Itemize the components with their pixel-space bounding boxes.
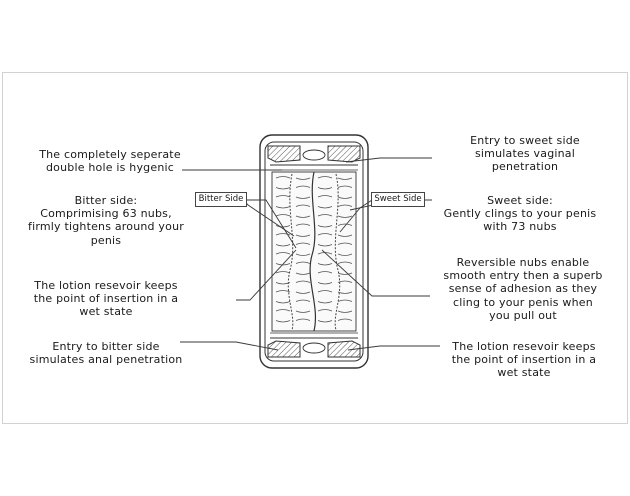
caption-bitter-entry: Entry to bitter side simulates anal pene…	[29, 340, 183, 367]
nub	[275, 263, 291, 266]
caption-sweet-side: Sweet side: Gently clings to your penis …	[443, 194, 597, 234]
nub	[317, 195, 333, 198]
nub	[275, 244, 291, 247]
leader-sweet-entry	[345, 157, 432, 163]
nub	[295, 196, 311, 199]
nub	[337, 242, 353, 245]
nub	[295, 253, 311, 256]
nub	[295, 177, 311, 180]
nub	[275, 320, 291, 323]
nub	[317, 282, 333, 285]
nub	[317, 271, 333, 274]
leader-reversible	[321, 249, 430, 297]
nub	[317, 320, 333, 323]
nub	[317, 244, 333, 247]
nub	[317, 301, 333, 304]
nub	[275, 195, 291, 198]
caption-hygienic: The completely seperate double hole is h…	[39, 148, 181, 175]
nub	[337, 223, 353, 226]
nub	[275, 206, 291, 209]
nub	[337, 215, 353, 218]
sweet-side-tag: Sweet Side	[371, 192, 425, 207]
leader-bitter-entry	[180, 341, 279, 351]
nub	[275, 233, 291, 236]
bitter-side-tag: Bitter Side	[195, 192, 247, 207]
nub	[295, 291, 311, 294]
top-cap	[267, 145, 361, 171]
nub	[317, 206, 333, 209]
casing-inner-wall	[264, 141, 364, 362]
caption-bitter-side: Bitter side: Comprimising 63 nubs, firml…	[28, 194, 184, 247]
nub-pattern	[275, 176, 353, 323]
caption-lotion-right: The lotion resevoir keeps the point of i…	[451, 340, 597, 380]
caption-lotion-left: The lotion resevoir keeps the point of i…	[33, 279, 179, 319]
nub	[317, 214, 333, 217]
center-divider	[309, 171, 317, 332]
nub	[317, 309, 333, 312]
nub	[275, 271, 291, 274]
nub	[275, 290, 291, 293]
nub	[295, 299, 311, 302]
nub	[275, 214, 291, 217]
nub	[317, 263, 333, 266]
nub	[295, 310, 311, 313]
nub	[295, 242, 311, 245]
nub	[295, 318, 311, 321]
nub	[275, 309, 291, 312]
nub	[295, 272, 311, 275]
sweet-channel	[334, 173, 341, 331]
leader-sweet-tag	[339, 199, 373, 233]
nub	[275, 176, 291, 179]
nub	[275, 252, 291, 255]
nub	[337, 261, 353, 264]
nub	[295, 223, 311, 226]
nub	[317, 187, 333, 190]
nub	[295, 185, 311, 188]
bottom-cap	[267, 332, 361, 358]
nub	[275, 282, 291, 285]
nub	[275, 301, 291, 304]
nub	[295, 280, 311, 283]
caption-reversible-nubs: Reversible nubs enable smooth entry then…	[443, 256, 603, 322]
nub	[337, 177, 353, 180]
diagram-frame	[2, 72, 628, 424]
nub	[317, 290, 333, 293]
nub	[337, 185, 353, 188]
nub	[337, 291, 353, 294]
nub	[317, 233, 333, 236]
nub	[295, 234, 311, 237]
nub	[337, 196, 353, 199]
nub	[295, 261, 311, 264]
nub	[295, 204, 311, 207]
nub	[337, 280, 353, 283]
nub	[295, 215, 311, 218]
leader-lotion-right	[347, 345, 440, 351]
nub	[337, 310, 353, 313]
nub	[337, 204, 353, 207]
nub	[275, 187, 291, 190]
nub	[337, 234, 353, 237]
nub	[337, 253, 353, 256]
nub	[337, 272, 353, 275]
nub	[317, 176, 333, 179]
leader-lotion-left	[236, 249, 297, 301]
bitter-channel	[287, 173, 294, 331]
nub	[337, 318, 353, 321]
nub	[317, 225, 333, 228]
caption-sweet-entry: Entry to sweet side simulates vaginal pe…	[470, 134, 580, 174]
nub	[337, 299, 353, 302]
